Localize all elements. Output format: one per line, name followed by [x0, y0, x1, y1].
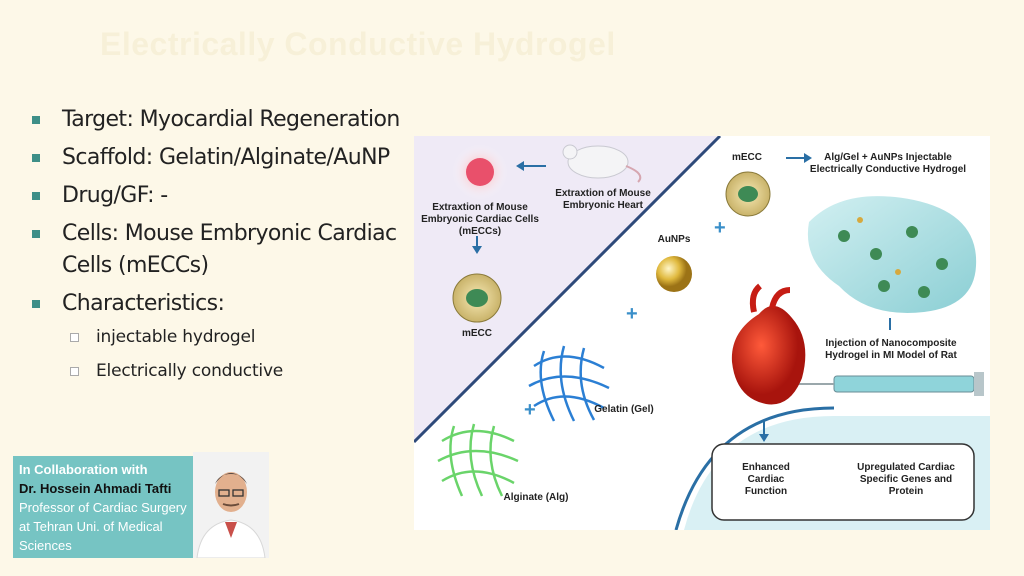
hydrogel-blob [807, 196, 977, 313]
label-injection: Injection of Nanocomposite Hydrogel in M… [825, 338, 957, 361]
collaborator-role: Professor of Cardiac Surgery at Tehran U… [19, 500, 187, 553]
bullet-marker [32, 192, 40, 200]
bullet-item: Scaffold: Gelatin/Alginate/AuNP [30, 142, 410, 174]
schematic-graphics: + + + [414, 136, 990, 530]
sub-bullet-text: Electrically conductive [96, 361, 284, 381]
dish-tissue [466, 158, 494, 186]
bullet-text: Scaffold: Gelatin/Alginate/AuNP [62, 145, 390, 170]
sub-bullet-marker [70, 333, 79, 342]
collaborator-name: Dr. Hossein Ahmadi Tafti [19, 481, 172, 496]
label-mecc-left: mECC [461, 328, 492, 339]
label-extract-heart: Extraxtion of Mouse Embryonic Heart [555, 188, 651, 211]
bullet-item: Target: Myocardial Regeneration [30, 104, 410, 136]
label-hydrogel: Alg/Gel + AuNPs Injectable Electrically … [809, 152, 967, 175]
bullet-text: Cells: Mouse Embryonic Cardiac Cells (mE… [62, 221, 397, 278]
collaboration-intro: In Collaboration with [19, 462, 148, 477]
bullet-marker [32, 116, 40, 124]
bullet-text: Target: Myocardial Regeneration [62, 107, 400, 132]
alginate-mesh [437, 423, 519, 497]
svg-text:+: + [626, 303, 638, 325]
slide-title: Electrically Conductive Hydrogel [100, 26, 616, 62]
bullet-marker [32, 300, 40, 308]
outcome-box [711, 443, 975, 521]
gelatin-mesh [528, 345, 610, 422]
bullet-text: Characteristics: [62, 291, 225, 316]
bullet-item: Cells: Mouse Embryonic Cardiac Cells (mE… [30, 218, 410, 282]
gold-nanoparticle [656, 256, 692, 292]
bullet-marker [32, 154, 40, 162]
sub-bullet-marker [70, 367, 79, 376]
hydrogel-schematic-figure: + + + [414, 136, 990, 530]
sub-bullet-item: injectable hydrogel [62, 324, 410, 350]
diagonal-divider [414, 136, 722, 444]
bullet-item: Drug/GF: - [30, 180, 410, 212]
syringe-icon [774, 372, 984, 396]
bullet-list: Target: Myocardial Regeneration Scaffold… [30, 104, 410, 392]
bullet-text: Drug/GF: - [62, 183, 168, 208]
label-outcome-2: Upregulated Cardiac Specific Genes and P… [857, 462, 955, 497]
label-mecc-top: mECC [731, 152, 762, 163]
collaboration-box: In Collaboration with Dr. Hossein Ahmadi… [13, 456, 193, 558]
label-gelatin: Gelatin (Gel) [594, 404, 654, 415]
outcome-curve [674, 406, 835, 530]
svg-text:+: + [524, 399, 536, 421]
bullet-item: Characteristics: injectable hydrogel Ele… [30, 288, 410, 384]
label-alginate: Alginate (Alg) [503, 492, 569, 503]
label-extract-cells: Extraxtion of Mouse Embryonic Cardiac Ce… [421, 202, 539, 237]
mecc-top-cell [725, 171, 771, 217]
collaborator-photo [193, 452, 269, 558]
svg-text:+: + [714, 217, 726, 239]
sub-bullet-list: injectable hydrogel Electrically conduct… [62, 324, 410, 384]
sub-bullet-text: injectable hydrogel [96, 327, 256, 347]
sub-bullet-item: Electrically conductive [62, 358, 410, 384]
label-outcome-1: Enhanced Cardiac Function [742, 462, 790, 497]
bullet-marker [32, 230, 40, 238]
mecc-left-cell [452, 273, 502, 323]
heart-icon [731, 283, 806, 405]
mouse-icon [562, 144, 642, 183]
label-aunps: AuNPs [657, 234, 691, 245]
